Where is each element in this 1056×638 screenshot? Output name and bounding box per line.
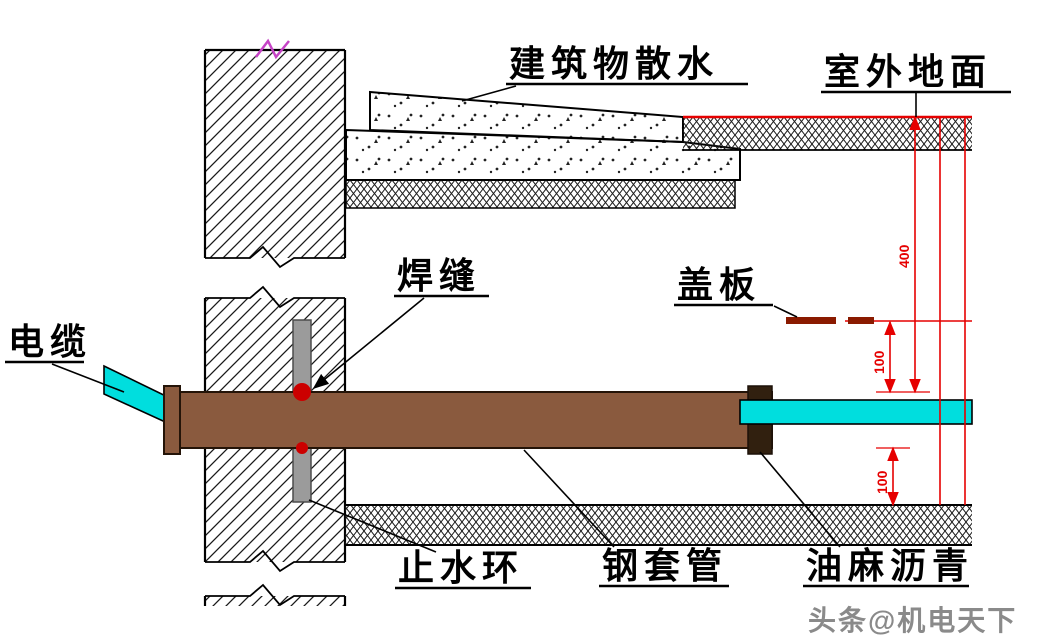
weld-dot-top [293, 383, 311, 401]
dimension-lines [683, 115, 972, 507]
dim-text-plate-to-sleeve: 100 [871, 350, 887, 374]
dimension-texts: 400 100 100 [871, 244, 912, 494]
wall-hatch-bottom [205, 596, 345, 606]
outdoor-ground-label: 室外地面 [824, 51, 992, 92]
subsoil-hatch [345, 505, 972, 545]
steel-sleeve-label: 钢套管 [602, 545, 728, 586]
wall-top-break-mark [255, 38, 290, 60]
water-stop-ring-leader [308, 499, 437, 553]
cover-plate-dash-2 [848, 317, 874, 324]
apron-lower-slab [345, 128, 741, 181]
steel-sleeve [163, 385, 773, 455]
cover-plate [786, 317, 874, 324]
apron-leader [461, 85, 517, 102]
cover-plate-label: 盖板 [677, 264, 761, 305]
cable-right-segment [739, 399, 973, 425]
cover-plate-leader [773, 305, 798, 318]
wall-break-lines [205, 245, 345, 607]
soil-under-apron [345, 179, 736, 209]
dim-text-ground-to-sleeve: 400 [896, 244, 912, 268]
steel-sleeve-leader [523, 449, 615, 548]
labels: 电缆 建筑物散水 室外地面 焊缝 盖板 止水环 钢套管 油麻沥青 [5, 43, 1011, 590]
jute-asphalt-label: 油麻沥青 [806, 545, 974, 586]
sleeve-body [171, 391, 773, 449]
asphalt-leader [759, 451, 841, 548]
dim-text-sleeve-to-subsoil: 100 [874, 470, 890, 494]
building-apron-label: 建筑物散水 [509, 43, 719, 84]
label-underlines [5, 82, 1011, 590]
leader-lines [51, 85, 917, 553]
cable-label: 电缆 [8, 321, 92, 362]
wall [203, 38, 347, 607]
building-apron [345, 90, 741, 181]
watermark: 头条@机电天下 [808, 605, 1017, 636]
wall-hatch-top [205, 50, 345, 258]
outdoor-ground-hatch [683, 117, 972, 150]
cable-leader [51, 363, 125, 393]
water-stop-ring-label: 止水环 [398, 547, 524, 588]
sleeve-left-cap [163, 385, 181, 455]
weld-leader [312, 297, 425, 390]
cover-plate-dash-1 [786, 317, 836, 324]
weld-seam-label: 焊缝 [397, 255, 481, 296]
weld-dots [293, 383, 311, 454]
weld-dot-bottom [296, 442, 308, 454]
